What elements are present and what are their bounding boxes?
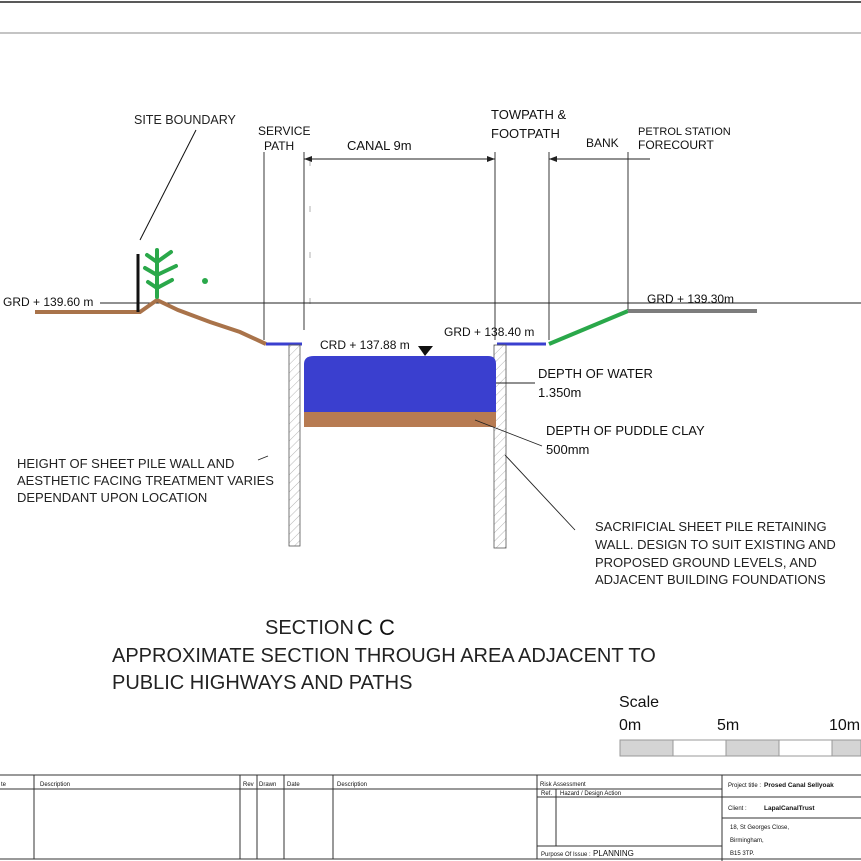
sheet-pile-note-3: DEPENDANT UPON LOCATION xyxy=(17,490,207,505)
tb-col-description-2: Description xyxy=(337,782,367,788)
bank-label: BANK xyxy=(586,136,619,150)
tb-client-label: Client : xyxy=(728,806,747,812)
section-subtitle-1: APPROXIMATE SECTION THROUGH AREA ADJACEN… xyxy=(112,645,656,667)
sacrificial-note-1: SACRIFICIAL SHEET PILE RETAINING xyxy=(595,519,827,534)
tb-col-rev: Rev xyxy=(243,782,254,788)
tb-address-1: 18, St Georges Close, xyxy=(730,825,789,831)
scale-tick-0: 0m xyxy=(619,717,641,734)
scale-tick-5: 5m xyxy=(717,717,739,734)
tb-col-te: te xyxy=(1,782,7,788)
sacrificial-note-2: WALL. DESIGN TO SUIT EXISTING AND xyxy=(595,537,836,552)
section-subtitle-2: PUBLIC HIGHWAYS AND PATHS xyxy=(112,672,412,694)
water-depth-label-2: 1.350m xyxy=(538,385,581,400)
leaders xyxy=(257,382,576,531)
crd-label: CRD + 137.88 m xyxy=(320,338,410,352)
tb-col-description: Description xyxy=(40,782,70,788)
tb-col-date: Date xyxy=(287,782,300,788)
scale-bar xyxy=(619,739,861,757)
ground-left xyxy=(35,297,267,346)
boundary-leader xyxy=(139,129,197,241)
grd-mid-label: GRD + 138.40 m xyxy=(444,325,534,339)
scale-label: Scale xyxy=(619,694,659,711)
tb-purpose-label: Purpose Of Issue : xyxy=(541,852,591,858)
section-title-id: C C xyxy=(357,615,395,640)
tb-purpose-value: PLANNING xyxy=(593,849,634,858)
service-path-label-2: PATH xyxy=(264,139,294,153)
grd-right-label: GRD + 139.30m xyxy=(647,292,734,306)
towpath-label-2: FOOTPATH xyxy=(491,126,560,141)
tb-client-value: LapalCanalTrust xyxy=(764,805,815,812)
bank-slope xyxy=(548,309,629,346)
title-block: te Description Rev Drawn Date Descriptio… xyxy=(0,774,861,861)
clay-depth-label-1: DEPTH OF PUDDLE CLAY xyxy=(546,423,705,438)
tb-address-3: B15 3TP. xyxy=(730,851,755,857)
tb-project-label: Project title : xyxy=(728,783,761,789)
shrub-dot xyxy=(202,278,208,284)
tb-address-2: Birmingham, xyxy=(730,838,764,844)
tree-icon xyxy=(143,248,178,299)
tb-risk-assessment: Risk Assessment xyxy=(540,782,586,788)
water-depth-label-1: DEPTH OF WATER xyxy=(538,366,653,381)
tb-hazard: Hazard / Design Action xyxy=(560,791,621,797)
petrol-label-2: FORECOURT xyxy=(638,138,714,152)
dimension-line xyxy=(304,156,650,162)
sheet-pile-right xyxy=(493,344,507,549)
clay-depth-label-2: 500mm xyxy=(546,442,589,457)
sheet-pile-left xyxy=(288,344,301,547)
petrol-label-1: PETROL STATION xyxy=(638,126,731,138)
section-title-prefix: SECTION xyxy=(265,617,354,639)
towpath-label-1: TOWPATH & xyxy=(491,107,566,122)
sheet-pile-note-2: AESTHETIC FACING TREATMENT VARIES xyxy=(17,473,274,488)
site-boundary-label: SITE BOUNDARY xyxy=(134,113,237,127)
tb-project-value: Prosed Canal Sellyoak xyxy=(764,782,834,789)
sacrificial-note-3: PROPOSED GROUND LEVELS, AND xyxy=(595,555,817,570)
canal-water xyxy=(304,356,496,412)
extension-lines xyxy=(263,152,629,340)
canal-width-label: CANAL 9m xyxy=(347,138,412,153)
service-path-label-1: SERVICE xyxy=(258,124,310,138)
tb-col-drawn: Drawn xyxy=(259,782,276,788)
water-level-marker xyxy=(418,346,433,356)
puddle-clay xyxy=(304,412,496,427)
grd-left-label: GRD + 139.60 m xyxy=(3,295,93,309)
sheet-pile-note-1: HEIGHT OF SHEET PILE WALL AND xyxy=(17,456,234,471)
tb-ref: Ref. xyxy=(541,791,552,797)
sacrificial-note-4: ADJACENT BUILDING FOUNDATIONS xyxy=(595,572,826,587)
scale-tick-10: 10m xyxy=(829,717,860,734)
